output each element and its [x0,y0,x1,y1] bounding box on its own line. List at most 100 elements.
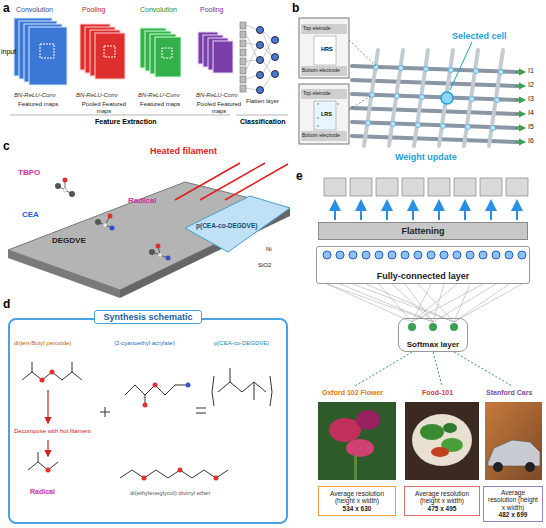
drawing-part [350,178,372,196]
drawing-part [63,188,162,257]
drawing-part [474,69,479,74]
drawing-part [46,468,51,473]
text-label: Oxford 102 Flower [322,389,383,397]
text-label: CEA [22,210,39,219]
text-label: Stanford Cars [486,389,532,397]
drawing-part [186,383,191,388]
drawing-part [28,462,58,470]
node-text: Softmax layer [407,340,459,349]
drawing-part [492,251,500,259]
drawing-part [301,66,347,76]
drawing-part [449,68,454,73]
drawing-part [299,18,525,146]
drawing-part [395,94,400,99]
drawing-part [431,447,449,457]
text-label: Bottom electrode [302,68,340,74]
node-box: Flattening [318,222,528,240]
drawing-part [301,24,347,34]
drawing-part [323,251,526,259]
drawing-part [272,37,279,44]
drawing-part [8,250,120,298]
drawing-part [416,123,421,128]
drawing-part [246,25,272,90]
drawing-part [317,125,319,127]
drawing-part [257,42,264,49]
drawing-part [63,178,68,183]
text-label: I5 [528,123,534,131]
drawing-part [364,50,503,146]
panel-title: Synthesis schematic [94,310,201,324]
drawing-part [485,402,542,480]
drawing-part [327,284,522,322]
drawing-part [499,70,504,75]
drawing-part [327,284,412,322]
drawing-part [317,103,339,127]
drawing-part [389,50,403,146]
drawing-part [355,352,412,386]
drawing-part [240,22,246,29]
drawing-part [38,452,39,462]
drawing-part [213,41,233,73]
node-box: Fully-connected layer [316,246,530,284]
drawing-part [525,462,535,472]
text-label: Convolution [16,6,53,14]
drawing-part [374,65,379,70]
text-label: Pooling [200,6,223,14]
node-box: Softmax layer [398,318,468,352]
drawing-part [47,390,48,423]
text-label: DEGDVE [52,236,86,245]
drawing-part [200,163,265,200]
text-label: TBPO [18,168,40,177]
drawing-part [401,251,409,259]
drawing-part [214,476,219,481]
drawing-part [454,352,512,386]
drawing-part [506,178,528,196]
drawing-part [10,18,288,115]
drawing-part [166,256,171,261]
drawing-part [360,201,362,220]
drawing-part [489,50,503,146]
drawing-part [336,251,344,259]
drawing-part [466,251,474,259]
drawing-part [420,424,444,440]
drawing-part [63,188,67,192]
drawing-part [317,117,319,119]
drawing-part [196,413,206,414]
text-label: BN-ReLU-Conv [76,92,118,99]
drawing-part [515,99,525,100]
text-label: I2 [528,81,534,89]
drawing-part [314,36,336,65]
drawing-part [337,103,339,105]
drawing-part [420,95,425,100]
drawing-part [8,163,290,298]
drawing-part [272,54,279,61]
drawing-part [153,383,158,388]
drawing-part [515,127,525,128]
drawing-part [346,439,374,457]
text-label: Radical [30,488,55,496]
drawing-part [450,42,472,90]
drawing-part [324,178,346,196]
drawing-part [240,67,246,74]
drawing-part [72,362,73,372]
drawing-part [299,18,349,78]
drawing-part [186,383,191,388]
drawing-part [412,284,483,322]
node-text: Flattening [402,226,445,236]
drawing-part [515,85,525,86]
text-label: HRS [321,46,333,52]
drawing-part [495,98,500,103]
text-label: Selected cell [452,31,507,41]
node-text: Average resolution (height x width) [321,490,393,505]
drawing-part [105,407,106,417]
drawing-part [464,201,466,220]
drawing-part [318,402,396,480]
drawing-part [327,284,433,322]
drawing-part [10,115,230,116]
drawing-part [518,251,526,259]
drawing-part [441,92,453,104]
drawing-part [412,414,472,466]
drawing-part [440,251,448,259]
drawing-part [335,201,517,220]
